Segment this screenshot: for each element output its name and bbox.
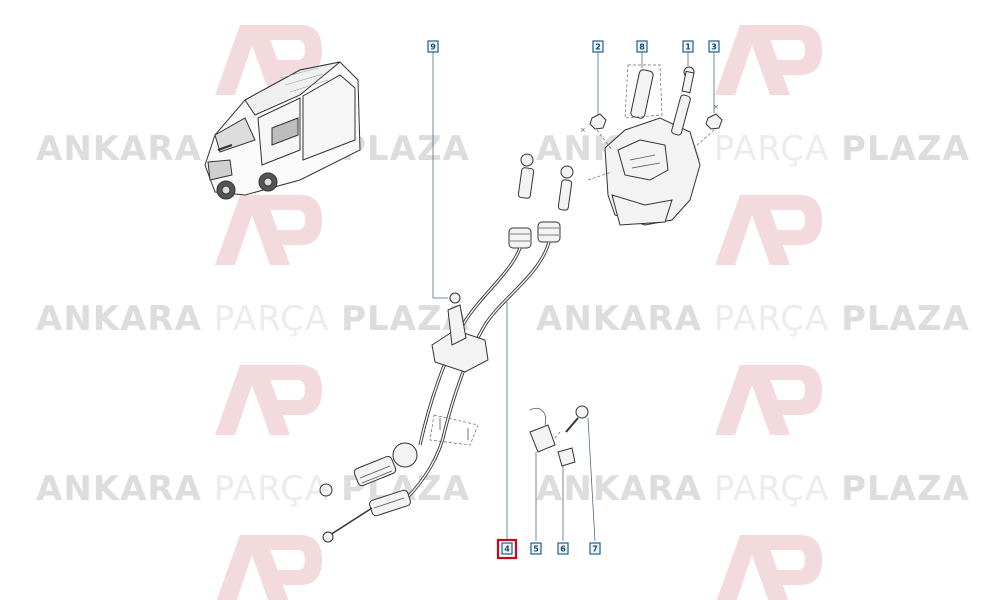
nut-3 (705, 113, 723, 130)
watermark-logo (215, 365, 322, 435)
callout-8-label: 8 (639, 43, 645, 52)
watermark-text: ANKARA PARÇA PLAZA (36, 469, 470, 509)
wm-word2: PARÇA (214, 299, 330, 339)
wm-word1: ANKARA (536, 299, 702, 339)
callout-1-label: 1 (685, 43, 691, 52)
callout-7[interactable]: 7 (589, 542, 601, 555)
callout-2[interactable]: 2 (592, 40, 604, 53)
wm-word1: ANKARA (36, 129, 202, 169)
callouts: 9 2 8 1 3 4 5 6 (427, 40, 720, 560)
watermark-text: ANKARA PARÇA PLAZA (536, 299, 970, 339)
wm-word3: PLAZA (841, 129, 970, 169)
watermark-logo (215, 25, 322, 95)
bracket-parts (529, 405, 589, 467)
wm-word3: PLAZA (841, 299, 970, 339)
van-illustration (204, 61, 361, 200)
callout-7-label: 7 (592, 545, 598, 554)
watermark-logo (715, 25, 822, 95)
callout-6[interactable]: 6 (557, 542, 569, 555)
wm-word2: PARÇA (214, 469, 330, 509)
callout-9[interactable]: 9 (427, 40, 439, 53)
callout-9-label: 9 (430, 43, 436, 52)
watermark-logo (715, 365, 822, 435)
wm-word3: PLAZA (341, 299, 470, 339)
wm-word1: ANKARA (536, 469, 702, 509)
callout-3[interactable]: 3 (708, 40, 720, 53)
wm-word1: ANKARA (36, 299, 202, 339)
callout-4[interactable]: 4 (496, 538, 518, 560)
gear-cable-assembly (319, 153, 574, 543)
leader-lines (432, 52, 715, 542)
wm-word3: PLAZA (841, 469, 970, 509)
watermark-logo (716, 535, 822, 600)
callout-5[interactable]: 5 (530, 542, 542, 555)
wm-word2: PARÇA (714, 299, 830, 339)
watermark-layer: ANKARA PARÇA PLAZA ANKARA PARÇA PLAZA AN… (36, 25, 970, 600)
callout-8[interactable]: 8 (636, 40, 648, 53)
watermark-text: ANKARA PARÇA PLAZA (36, 299, 470, 339)
bolt-7-head (575, 405, 589, 419)
callout-2-label: 2 (595, 43, 601, 52)
bracket-5 (529, 424, 556, 453)
watermark-logo (215, 195, 322, 265)
nut-2 (589, 113, 607, 130)
highlight-frame (496, 538, 518, 560)
callout-3-label: 3 (711, 43, 717, 52)
watermark-logo (715, 195, 822, 265)
wm-word1: ANKARA (36, 469, 202, 509)
callout-1[interactable]: 1 (682, 40, 694, 53)
watermark-text: ANKARA PARÇA PLAZA (536, 469, 970, 509)
torque-mark: × (580, 126, 586, 134)
watermark-logo (216, 535, 322, 600)
wm-word3: PLAZA (341, 129, 470, 169)
clip-6 (557, 447, 576, 467)
wm-word2: PARÇA (714, 129, 830, 169)
callout-5-label: 5 (533, 545, 539, 554)
callout-4-label: 4 (504, 545, 510, 554)
callout-6-label: 6 (560, 545, 566, 554)
wm-word2: PARÇA (714, 469, 830, 509)
gear-lever-assembly: × × (580, 64, 723, 226)
torque-mark: × (713, 103, 719, 111)
pin-part (630, 69, 654, 119)
